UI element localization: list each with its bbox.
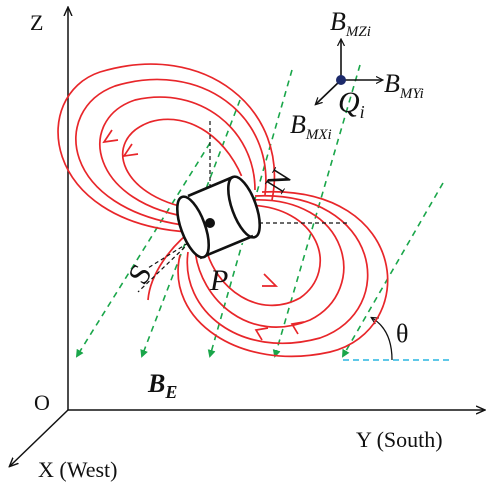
earth-field-label: BE [147, 369, 177, 402]
theta-label: θ [396, 319, 408, 348]
magnet-field-line [177, 191, 389, 358]
magnet-field-line [74, 78, 267, 227]
magnet-field-line [99, 96, 256, 219]
x-axis-label: X (West) [38, 457, 117, 482]
z-axis-label: Z [30, 10, 43, 35]
y-axis-label: Y (South) [356, 427, 443, 452]
observation-point-vectors [316, 40, 382, 104]
magnet-field-line [194, 199, 345, 328]
magnet-field-lines [57, 63, 389, 358]
south-pole-dashed-leader [147, 242, 189, 269]
magnet-field-line [57, 63, 276, 233]
magnet-field-line [204, 204, 321, 307]
theta-arc [372, 318, 393, 361]
bmx-vector [316, 79, 342, 104]
earth-field-line [341, 182, 444, 358]
magnet-center-label: P [209, 264, 228, 297]
observation-point [336, 75, 346, 85]
x-axis [10, 409, 69, 466]
earth-field-line [75, 142, 211, 358]
bmx-label: BMXi [290, 110, 332, 143]
magnet-field-line [186, 195, 369, 344]
south-pole-label: S [122, 259, 159, 291]
bmy-label: BMYi [384, 69, 424, 102]
magnet-cylinder [175, 175, 262, 260]
magnet-center-point [205, 218, 215, 228]
magnet-field-arrowheads [102, 129, 305, 341]
origin-label: O [34, 390, 50, 415]
observation-point-label: Qi [338, 86, 365, 122]
bmz-label: BMZi [330, 7, 371, 40]
magnet-field-line [122, 118, 246, 211]
